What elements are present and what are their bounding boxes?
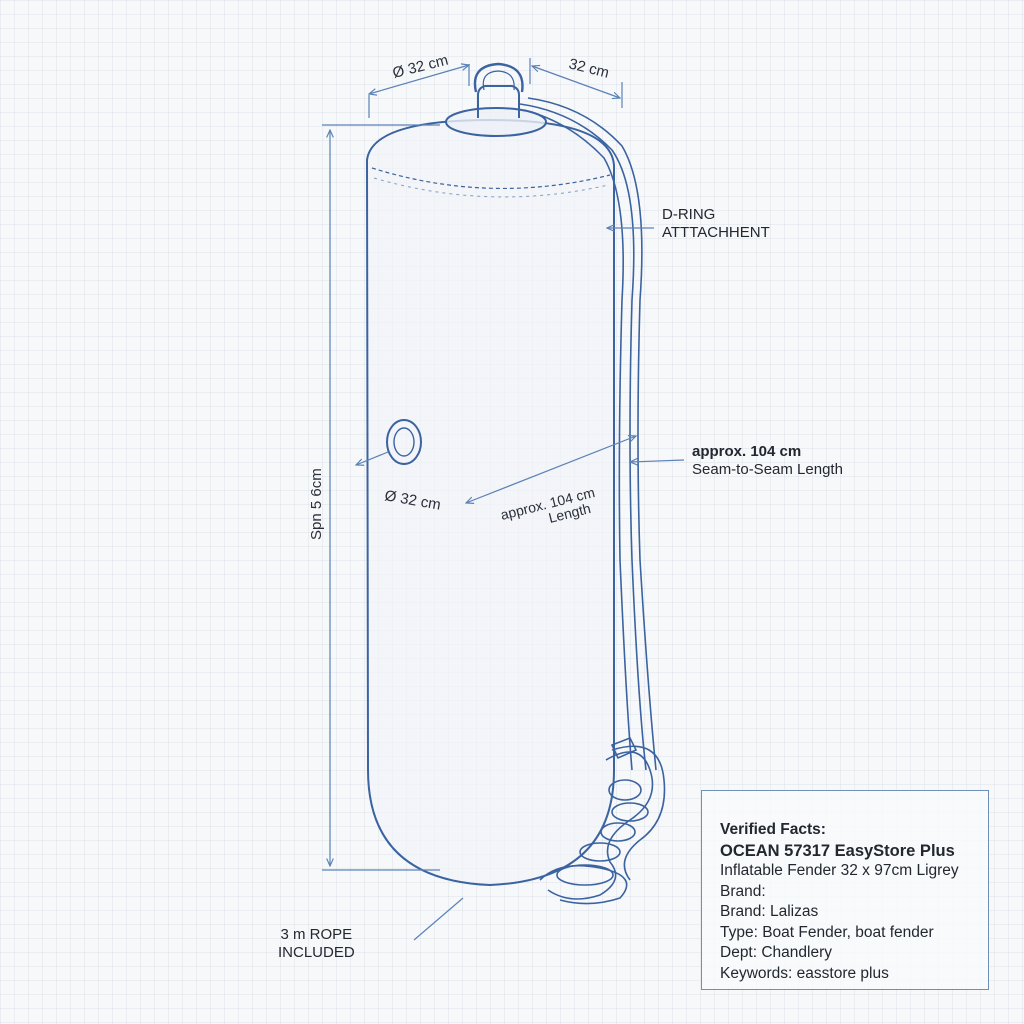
d-ring-label-line1: D-RING <box>662 206 716 223</box>
facts-brand-empty: Brand: <box>720 882 766 900</box>
facts-subtitle: Inflatable Fender 32 x 97cm Ligrey <box>720 862 959 879</box>
facts-brand: Brand: Lalizas <box>720 903 819 920</box>
d-ring <box>445 62 547 137</box>
top-diameter-label: Ø 32 cm <box>391 52 450 82</box>
rope-label-line1: 3 m ROPE <box>280 926 353 943</box>
outer-length-label-line1: approx. 104 cm <box>692 443 802 460</box>
verified-facts-box: Verified Facts: OCEAN 57317 EasyStore Pl… <box>701 790 989 990</box>
d-ring-label: D-RING ATTTACHHENT <box>662 206 770 242</box>
facts-title: OCEAN 57317 EasyStore Plus <box>720 841 955 860</box>
facts-dept: Dept: Chandlery <box>720 944 833 961</box>
d-ring-label-line2: ATTTACHHENT <box>662 224 770 241</box>
outer-length-label: approx. 104 cm Seam-to-Seam Length <box>692 443 843 479</box>
facts-type: Type: Boat Fender, boat fender <box>720 923 934 941</box>
outer-length-label-line2: Seam-to-Seam Length <box>692 461 843 478</box>
rope-label: 3 m ROPE INCLUDED <box>278 926 355 962</box>
top-width-label: 32 cm <box>567 55 611 81</box>
facts-heading: Verified Facts: <box>720 821 826 838</box>
side-height-label: Spn 5 6cm <box>308 468 325 540</box>
facts-keywords: Keywords: easstore plus <box>720 964 889 982</box>
dimension-lines <box>322 58 685 941</box>
rope <box>519 97 666 905</box>
valve <box>386 419 422 465</box>
rope-label-line2: INCLUDED <box>278 944 355 961</box>
